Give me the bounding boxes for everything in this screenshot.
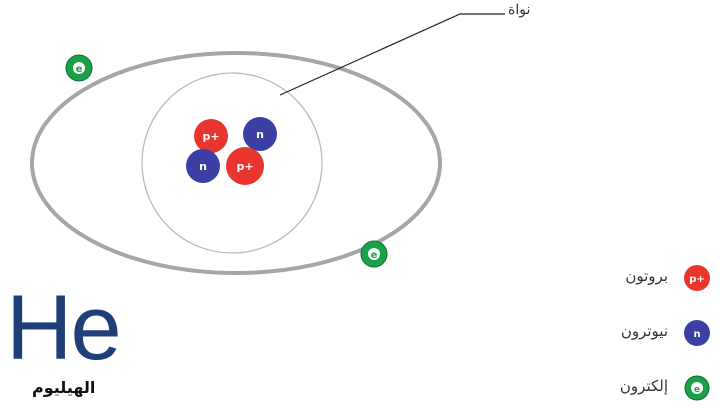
nucleus-label: نواة	[508, 2, 530, 18]
neutron-icon: n	[682, 318, 712, 348]
proton: p+	[194, 119, 228, 153]
legend-electron: إلكترون e	[560, 373, 712, 403]
legend-proton: بروتون p+	[560, 263, 712, 293]
electron-mark: e	[76, 64, 83, 75]
legend-neutron-label: نيوترون	[621, 322, 668, 340]
electron-icon: e	[682, 373, 712, 403]
neutron-mark: n	[256, 128, 264, 141]
electron: e	[66, 55, 92, 81]
neutron: n	[243, 117, 277, 151]
neutron-mark: n	[199, 160, 207, 173]
proton-mark: p+	[202, 130, 219, 143]
proton-icon: p+	[682, 263, 712, 293]
electron: e	[361, 241, 387, 267]
legend-neutron: نيوترون n	[560, 318, 712, 348]
element-name: الهيليوم	[32, 378, 95, 397]
neutron: n	[186, 149, 220, 183]
proton-mark: p+	[236, 160, 253, 173]
electron-mark: e	[371, 250, 378, 261]
proton: p+	[226, 147, 264, 185]
legend-proton-label: بروتون	[625, 267, 668, 285]
proton-icon-mark: p+	[689, 274, 705, 285]
legend-electron-label: إلكترون	[620, 377, 668, 395]
element-symbol: He	[6, 282, 120, 374]
nucleus-pointer-line	[280, 14, 505, 95]
neutron-icon-mark: n	[693, 329, 700, 340]
electron-icon-mark: e	[694, 385, 700, 395]
